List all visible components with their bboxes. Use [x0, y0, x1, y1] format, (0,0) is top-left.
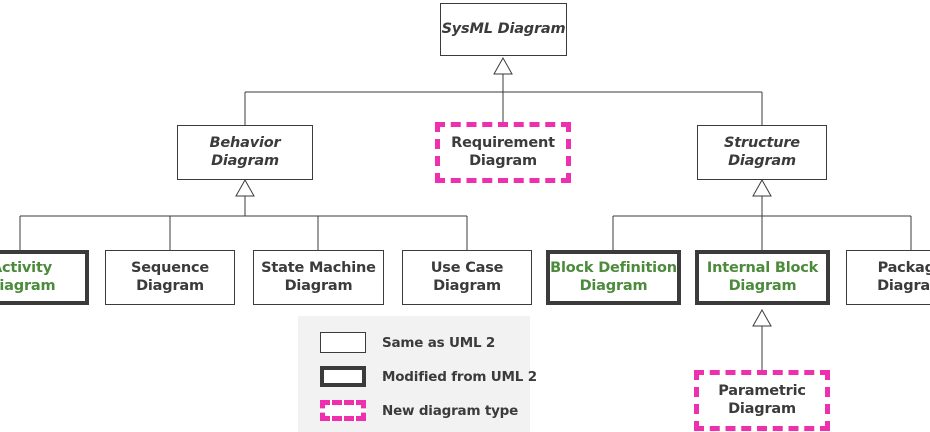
- node-structure-diagram[interactable]: Structure Diagram: [697, 125, 827, 180]
- node-label: Use Case Diagram: [430, 259, 504, 294]
- node-label: State Machine Diagram: [261, 259, 376, 294]
- node-label: Behavior Diagram: [209, 134, 281, 169]
- node-parametric-diagram[interactable]: Parametric Diagram: [694, 370, 830, 431]
- generalization-arrow-structure: [752, 178, 772, 197]
- legend-swatch-dashed-border-icon: [320, 400, 366, 421]
- node-label: SysML Diagram: [441, 20, 566, 37]
- legend-label: Same as UML 2: [382, 334, 496, 351]
- node-label: Package Diagram: [877, 259, 930, 294]
- node-label: Requirement Diagram: [451, 134, 555, 169]
- generalization-arrow-sysml: [493, 56, 513, 75]
- legend-swatch-thick-border-icon: [320, 366, 366, 387]
- node-behavior-diagram[interactable]: Behavior Diagram: [177, 125, 313, 180]
- node-label: Sequence Diagram: [131, 259, 209, 294]
- node-block-definition-diagram[interactable]: Block Definition Diagram: [546, 250, 681, 305]
- legend-item-same-as-uml2: Same as UML 2: [320, 332, 495, 353]
- node-sequence-diagram[interactable]: Sequence Diagram: [105, 250, 235, 305]
- legend-item-modified-from-uml2: Modified from UML 2: [320, 366, 537, 387]
- node-package-diagram[interactable]: Package Diagram: [846, 250, 930, 305]
- node-activity-diagram[interactable]: Activity Diagram: [0, 250, 89, 305]
- node-use-case-diagram[interactable]: Use Case Diagram: [402, 250, 532, 305]
- legend-swatch-thin-border-icon: [320, 332, 366, 353]
- generalization-arrow-behavior: [235, 178, 255, 197]
- legend-label: New diagram type: [382, 402, 519, 419]
- legend-label: Modified from UML 2: [382, 368, 537, 385]
- generalization-arrow-internal-block: [752, 308, 772, 327]
- node-sysml-diagram[interactable]: SysML Diagram: [440, 3, 567, 56]
- legend-panel: Same as UML 2 Modified from UML 2 New di…: [298, 316, 537, 432]
- legend-item-new-diagram-type: New diagram type: [320, 400, 518, 421]
- node-label: Structure Diagram: [724, 134, 800, 169]
- node-label: Parametric Diagram: [718, 382, 806, 417]
- node-label: Internal Block Diagram: [706, 259, 819, 294]
- node-label: Activity Diagram: [0, 259, 56, 294]
- node-state-machine-diagram[interactable]: State Machine Diagram: [253, 250, 384, 305]
- node-label: Block Definition Diagram: [550, 259, 677, 294]
- node-internal-block-diagram[interactable]: Internal Block Diagram: [695, 250, 830, 305]
- node-requirement-diagram[interactable]: Requirement Diagram: [435, 122, 571, 183]
